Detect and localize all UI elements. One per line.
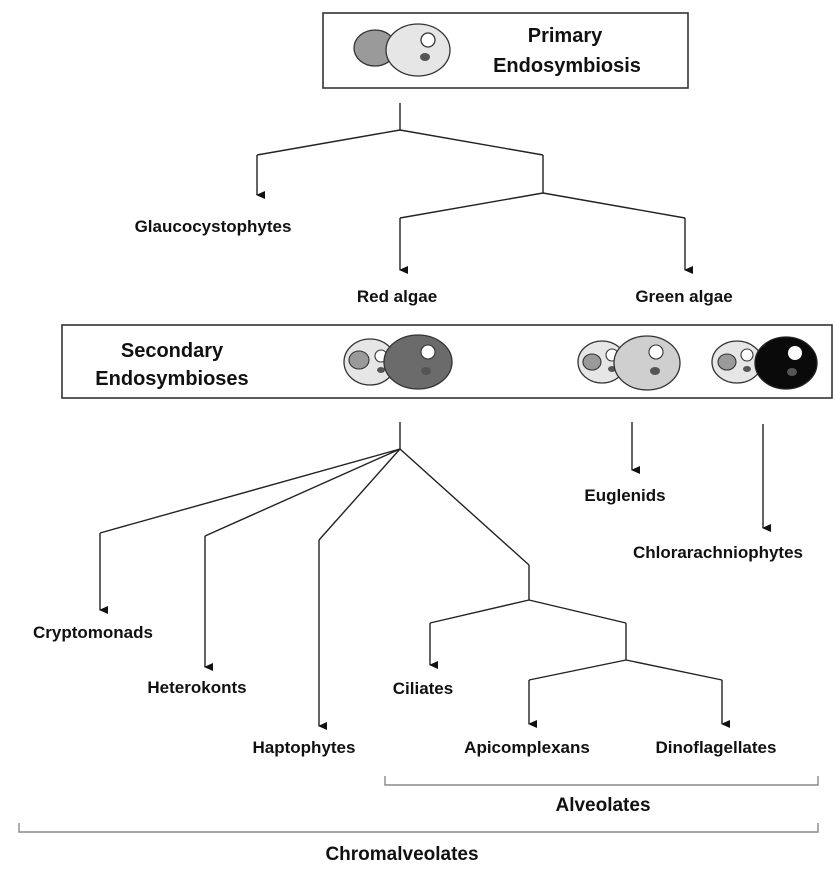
secondary-title-line2: Endosymbioses <box>95 368 248 390</box>
primary-endosymbiosis-box: Primary Endosymbiosis <box>322 12 689 89</box>
label-green-algae: Green algae <box>635 287 732 306</box>
chlorarachniophyte-secondary-cell-icon <box>711 336 818 390</box>
label-ciliates: Ciliates <box>393 679 453 698</box>
primary-tree-connectors <box>256 103 693 274</box>
label-chlorarachniophytes: Chlorarachniophytes <box>633 543 803 562</box>
label-haptophytes: Haptophytes <box>253 738 356 757</box>
primary-endosymbiosis-cell-icon <box>353 23 451 77</box>
chromalveolate-tree-connectors <box>99 422 730 730</box>
label-alveolates: Alveolates <box>555 795 650 816</box>
label-heterokonts: Heterokonts <box>147 678 246 697</box>
label-red-algae: Red algae <box>357 287 437 306</box>
label-euglenids: Euglenids <box>584 486 665 505</box>
primary-title-line1: Primary <box>528 25 603 47</box>
green-algal-secondary-cell-icon <box>577 335 681 391</box>
primary-title-line2: Endosymbiosis <box>493 55 641 77</box>
label-glaucocystophytes: Glaucocystophytes <box>135 217 292 236</box>
label-dinoflagellates: Dinoflagellates <box>656 738 777 757</box>
secondary-endosymbioses-box: Secondary Endosymbioses <box>61 324 833 399</box>
label-apicomplexans: Apicomplexans <box>464 738 590 757</box>
label-chromalveolates: Chromalveolates <box>325 844 478 865</box>
label-cryptomonads: Cryptomonads <box>33 623 153 642</box>
chromalveolates-bracket <box>18 823 819 833</box>
green-secondary-connectors <box>631 422 771 532</box>
alveolates-bracket <box>384 776 819 786</box>
secondary-title-line1: Secondary <box>121 340 224 362</box>
red-algal-secondary-cell-icon <box>343 334 453 390</box>
